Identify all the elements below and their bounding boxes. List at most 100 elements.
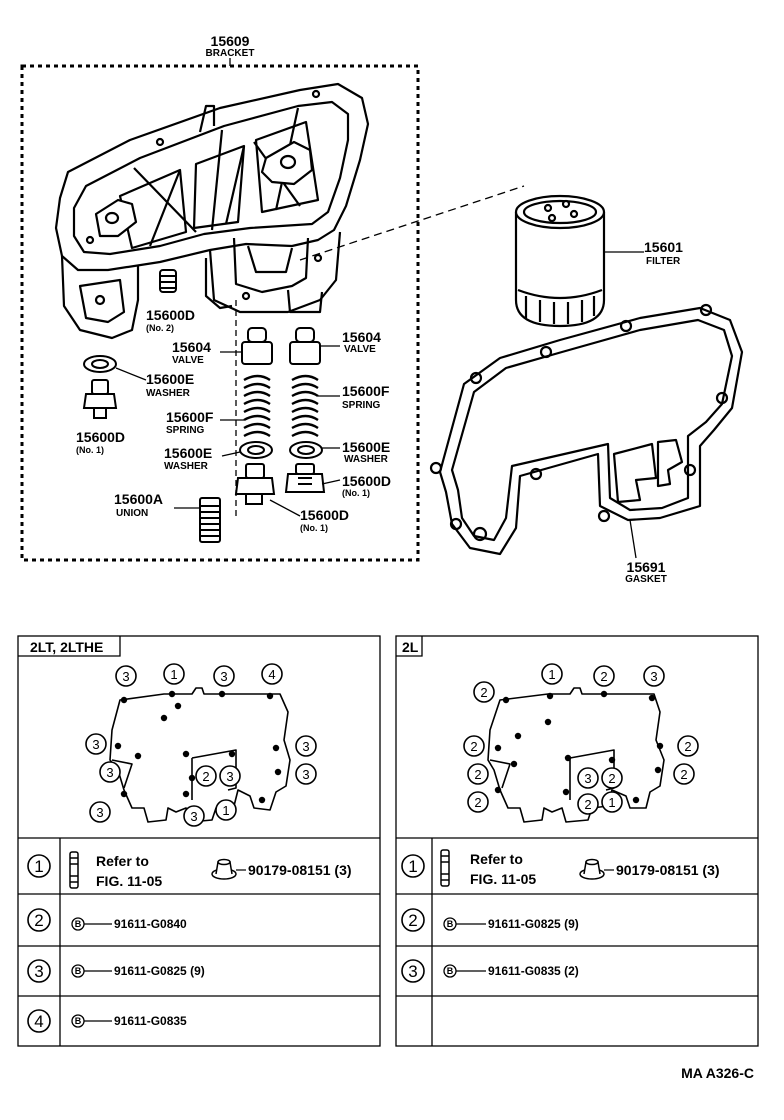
- callout-number: 3: [302, 767, 309, 782]
- spring-left-part-number: 15600F: [166, 409, 214, 425]
- row-number: 1: [34, 857, 43, 876]
- callout-number: 3: [122, 669, 129, 684]
- plug-left-sub-label: (No. 1): [76, 445, 104, 455]
- left-callouts: 3 1 3 4 3 3 3 3 3 2 3 3 1: [92, 667, 309, 824]
- valve-left-part-number: 15604: [172, 339, 211, 355]
- callout-number: 2: [684, 739, 691, 754]
- gasket-part-name: GASKET: [625, 574, 667, 585]
- union-part-name: UNION: [116, 508, 148, 519]
- plug-bottom-part-number: 15600D: [300, 507, 349, 523]
- bracket-group-frame: [20, 64, 420, 562]
- callout-number: 3: [96, 805, 103, 820]
- washer-top-left-drawing: [83, 355, 117, 373]
- spring-right-drawing: [291, 374, 319, 438]
- callout-number: 2: [600, 669, 607, 684]
- flange-nut-icon: [579, 858, 605, 880]
- figure-reference: FIG. 11-05: [470, 871, 536, 887]
- washer-right-part-name: WASHER: [344, 454, 389, 465]
- row-number: 2: [34, 911, 43, 930]
- right-panel-frame: [395, 635, 759, 1047]
- valve-right-part-name: VALVE: [344, 344, 376, 355]
- washer-top-left-part-name: WASHER: [146, 388, 191, 399]
- oil-filter-drawing: [514, 194, 606, 328]
- gasket-drawing: [429, 303, 744, 556]
- part-code: 91611-G0835: [114, 1014, 187, 1028]
- callout-number: 1: [548, 667, 555, 682]
- plug-no2-drawing: [159, 269, 177, 293]
- left-bolt-dots: [114, 690, 282, 804]
- stud-bolt-icon: [440, 849, 450, 887]
- spring-left-part-name: SPRING: [166, 425, 205, 436]
- figure-code: MA A326-C: [681, 1065, 754, 1081]
- callout-number: 2: [480, 685, 487, 700]
- callout-number: 1: [170, 667, 177, 682]
- washer-mid-leader: [221, 451, 241, 457]
- callout-number: 3: [106, 765, 113, 780]
- part-code: 91611-G0840: [114, 917, 187, 931]
- bolt-symbol: B: [75, 919, 82, 929]
- callout-number: 3: [220, 669, 227, 684]
- row-number: 1: [408, 857, 417, 876]
- plug-no2-part-number: 15600D: [146, 307, 195, 323]
- callout-number: 2: [680, 767, 687, 782]
- part-code: 90179-08151 (3): [248, 862, 352, 878]
- bolt-symbol: B: [447, 966, 454, 976]
- left-parts-table: 1 Refer to FIG. 11-05 90179-08151 (3) 2 …: [34, 853, 351, 1031]
- plug-bottom-leader: [269, 499, 301, 517]
- refer-to-text: Refer to: [470, 851, 523, 867]
- part-code: 91611-G0825 (9): [488, 917, 579, 931]
- bolt-symbol: B: [447, 919, 454, 929]
- spring-right-part-number: 15600F: [342, 383, 390, 399]
- part-code: 91611-G0825 (9): [114, 964, 205, 978]
- row-number: 3: [408, 962, 417, 981]
- spring-right-part-name: SPRING: [342, 400, 381, 411]
- callout-number: 2: [584, 797, 591, 812]
- valve-left-part-name: VALVE: [172, 355, 204, 366]
- callout-number: 3: [92, 737, 99, 752]
- washer-mid-part-name: WASHER: [164, 461, 209, 472]
- filter-part-name: FILTER: [646, 256, 681, 267]
- row-number: 2: [408, 911, 417, 930]
- gasket-part-number: 15691: [627, 559, 666, 575]
- plug-right-leader: [321, 479, 341, 485]
- figure-reference: FIG. 11-05: [96, 873, 162, 889]
- right-bolt-dots: [494, 690, 664, 804]
- left-panel-frame: [17, 635, 381, 1047]
- valve-right-drawing: [289, 327, 321, 365]
- callout-number: 2: [202, 769, 209, 784]
- valve-left-drawing: [241, 327, 273, 365]
- plug-left-part-number: 15600D: [76, 429, 125, 445]
- left-panel-title: 2LT, 2LTHE: [30, 639, 103, 655]
- bracket-part-number: 15609: [211, 33, 250, 49]
- callout-number: 2: [608, 771, 615, 786]
- washer-right-drawing: [289, 441, 323, 459]
- filter-mount-dashed: [299, 185, 525, 261]
- bolt-symbol: B: [75, 1016, 82, 1026]
- part-code: 91611-G0835 (2): [488, 964, 579, 978]
- stud-bolt-icon: [69, 851, 79, 889]
- plug-no2-sub-label: (No. 2): [146, 323, 174, 333]
- union-drawing: [199, 497, 221, 543]
- callout-number: 1: [608, 795, 615, 810]
- part-code: 90179-08151 (3): [616, 862, 720, 878]
- washer-top-left-part-number: 15600E: [146, 371, 194, 387]
- plug-mid-drawing: [234, 463, 276, 505]
- plug-right-drawing: [284, 463, 326, 493]
- refer-to-text: Refer to: [96, 853, 149, 869]
- union-part-number: 15600A: [114, 491, 163, 507]
- filter-part-number: 15601: [644, 239, 683, 255]
- row-number: 3: [34, 962, 43, 981]
- gasket-leader-line: [629, 519, 637, 559]
- right-parts-table: 1 Refer to FIG. 11-05 90179-08151 (3) 2 …: [408, 851, 719, 981]
- plug-bottom-sub-label: (No. 1): [300, 523, 328, 533]
- bolt-symbol: B: [75, 966, 82, 976]
- bracket-drawing: [54, 82, 370, 340]
- washer-mid-drawing: [239, 441, 273, 459]
- valve-right-part-number: 15604: [342, 329, 381, 345]
- callout-number: 2: [470, 739, 477, 754]
- callout-number: 3: [584, 771, 591, 786]
- bracket-part-name: BRACKET: [206, 48, 255, 59]
- right-callouts: 2 1 2 3 2 2 2 2 2 3 2 2 1: [470, 667, 691, 812]
- callout-number: 3: [650, 669, 657, 684]
